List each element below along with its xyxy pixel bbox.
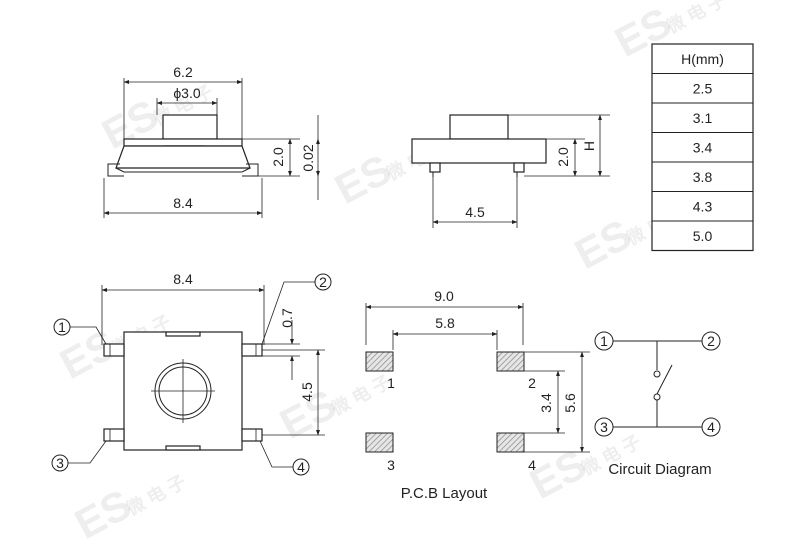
svg-text:2: 2 [319, 274, 327, 290]
dim-side-base-width: 8.4 [173, 195, 193, 211]
end-foot-left [429, 162, 441, 173]
top-pin-3 [103, 428, 125, 442]
height-table-header: H(mm) [681, 51, 724, 67]
height-table: H(mm) 2.5 3.1 3.4 3.8 4.3 5.0 [651, 43, 754, 252]
dim-pin-width: 0.7 [279, 308, 295, 328]
dim-pcb-inner: 5.8 [435, 315, 455, 331]
dim-top-width: 8.4 [173, 271, 193, 287]
circuit-contact-upper [653, 370, 661, 378]
height-table-cell: 4.3 [693, 198, 713, 214]
height-table-cell: 3.1 [693, 110, 713, 126]
pcb-pad-label-1: 1 [387, 375, 395, 391]
pcb-pad-4 [496, 432, 525, 453]
circuit-caption: Circuit Diagram [608, 461, 711, 478]
height-table-frame [651, 43, 754, 252]
end-button-cap [449, 114, 509, 140]
height-table-cell: 5.0 [693, 228, 713, 244]
circuit-diagram: 1 2 3 4 Circuit Diagram [594, 331, 721, 478]
svg-text:微 电 子: 微 电 子 [122, 471, 189, 520]
dim-end-total: H [581, 141, 597, 151]
pcb-pad-1 [365, 351, 394, 372]
pcb-caption: P.C.B Layout [401, 485, 488, 502]
pcb-pad-label-2: 2 [528, 375, 536, 391]
dim-side-height: 2.0 [270, 147, 286, 167]
svg-text:4: 4 [707, 419, 715, 435]
height-table-cell: 2.5 [693, 80, 713, 96]
dim-pcb-outer: 9.0 [434, 288, 454, 304]
top-view: 8.4 1 2 3 4 [51, 271, 332, 476]
svg-text:ES: ES [67, 480, 139, 546]
pcb-pad-2 [496, 351, 525, 372]
dim-end-height: 2.0 [555, 147, 571, 167]
side-lead-right [242, 163, 259, 177]
svg-text:1: 1 [58, 319, 66, 335]
svg-text:4: 4 [297, 459, 305, 475]
svg-text:3: 3 [600, 419, 608, 435]
dim-pcb-v-inner: 3.4 [538, 393, 554, 413]
svg-text:微 电 子: 微 电 子 [662, 0, 729, 38]
end-housing [411, 138, 547, 164]
svg-text:微 电 子: 微 电 子 [327, 371, 394, 420]
top-pin-4 [241, 428, 263, 442]
svg-text:1: 1 [600, 333, 608, 349]
end-view: 2.0 H 4.5 [411, 114, 610, 228]
watermark-7: ES 微 电 子 [522, 431, 644, 508]
pcb-layout: 9.0 5.8 1 2 3 4 3.4 5.6 P.C.B Layout [365, 288, 590, 502]
end-foot-right [513, 162, 525, 173]
pcb-pad-label-4: 4 [528, 457, 536, 473]
top-pin-2 [241, 343, 263, 357]
pcb-pad-label-3: 3 [387, 457, 395, 473]
dim-pcb-v-outer: 5.6 [562, 393, 578, 413]
svg-text:2: 2 [707, 333, 715, 349]
top-clip-lower [165, 445, 201, 451]
circuit-contact-lower [653, 393, 661, 401]
dim-pin-pitch: 4.5 [299, 382, 315, 402]
side-view: 6.2 ϕ3.0 2.0 0.02 8.4 [103, 64, 320, 218]
dim-end-width: 4.5 [465, 204, 485, 220]
top-clip-upper [165, 331, 201, 337]
svg-text:ES: ES [522, 440, 594, 508]
svg-text:ES: ES [567, 210, 639, 278]
svg-text:ES: ES [327, 145, 399, 213]
svg-text:3: 3 [56, 455, 64, 471]
top-pin-1 [103, 343, 125, 357]
height-table-cell: 3.4 [693, 139, 713, 155]
side-housing-top [123, 138, 243, 147]
side-button-cap [162, 114, 218, 140]
pcb-pad-3 [365, 432, 394, 453]
dim-side-small: 0.02 [300, 144, 316, 171]
watermark-8: ES 微 电 子 [67, 471, 189, 546]
dim-button-diameter: ϕ3.0 [173, 85, 201, 101]
height-table-cell: 3.8 [693, 169, 713, 185]
dim-side-top-width: 6.2 [173, 64, 193, 80]
side-lead-left [107, 163, 124, 177]
circuit-switch-arm [656, 364, 673, 395]
side-housing-body [115, 145, 251, 169]
